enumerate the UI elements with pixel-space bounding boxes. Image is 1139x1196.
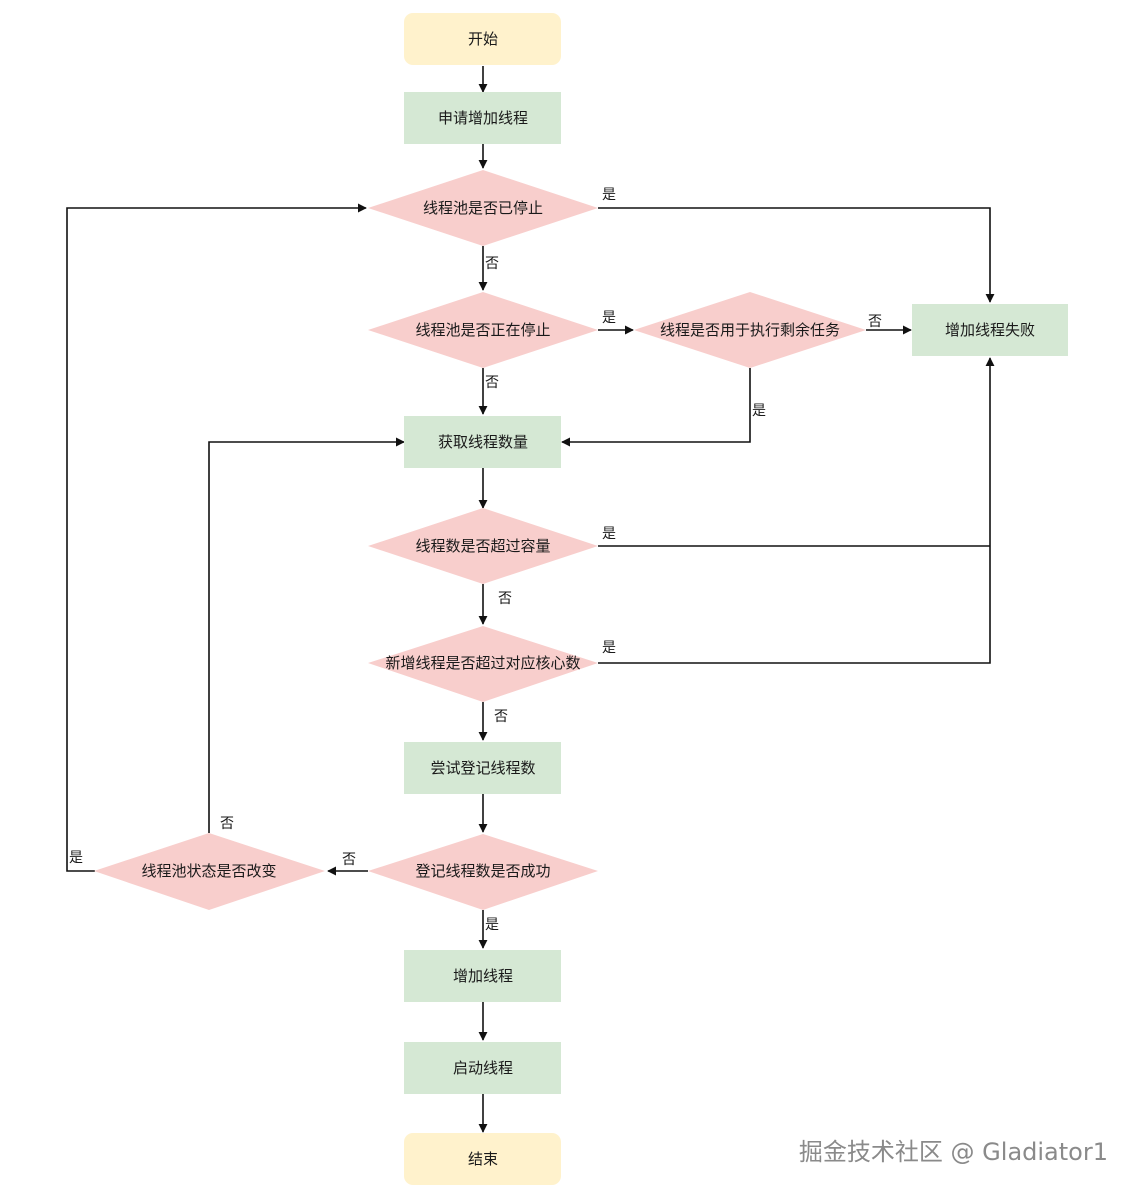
request-shape [404,92,561,144]
edge-label: 否 [342,852,356,868]
decision-stopped-label: 线程池是否已停止 [423,199,543,217]
edge-label: 是 [602,187,616,203]
get-count-label: 获取线程数量 [438,433,528,451]
nodes: 开始 申请增加线程 线程池是否已停止 线程池是否正在停止 线程是否用于执行剩余任… [94,13,1068,1185]
request-label: 申请增加线程 [438,109,528,127]
end-shape [404,1133,561,1185]
decision-core-shape [368,626,598,702]
end-label: 结束 [468,1150,498,1168]
edge-label: 否 [220,816,234,832]
try-register-shape [404,742,561,794]
edge-state-no-to-get-count [208,437,405,833]
decision-stopped-shape [368,170,598,246]
decision-capacity-shape [368,508,598,584]
edge-label: 是 [752,403,766,419]
try-register-node: 尝试登记线程数 [404,742,561,794]
edge-remaining-yes-to-get-count [561,368,751,447]
start-label: 开始 [468,30,498,48]
edge-label: 否 [498,591,512,607]
decision-stopped-node: 线程池是否已停止 [368,170,598,246]
decision-state-changed-label: 线程池状态是否改变 [141,862,276,880]
start-node: 开始 [404,13,561,65]
decision-remaining-shape [634,292,866,368]
add-thread-node: 增加线程 [404,950,561,1002]
edge-label: 否 [494,709,508,725]
decision-state-changed-node: 线程池状态是否改变 [94,833,325,910]
edge-label: 否 [485,375,499,391]
decision-stopping-label: 线程池是否正在停止 [415,321,550,339]
decision-stopping-node: 线程池是否正在停止 [368,292,598,368]
decision-capacity-node: 线程数是否超过容量 [368,508,598,584]
edge-label: 是 [69,850,83,866]
try-register-label: 尝试登记线程数 [430,759,535,777]
decision-remaining-label: 线程是否用于执行剩余任务 [660,321,840,339]
decision-core-node: 新增线程是否超过对应核心数 [368,626,598,702]
connectors [66,66,995,1133]
edge-core-yes-to-fail [598,357,995,664]
edge-labels: 是 否 是 否 否 是 是 否 是 否 否 否 是 是 [69,187,882,933]
edge-label: 否 [485,256,499,272]
decision-register-ok-node: 登记线程数是否成功 [368,834,598,910]
get-count-node: 获取线程数量 [404,416,561,468]
edge-label: 否 [868,314,882,330]
fail-label: 增加线程失败 [945,321,1035,339]
edge-stopped-yes-to-fail [598,207,995,303]
decision-stopping-shape [368,292,598,368]
decision-remaining-node: 线程是否用于执行剩余任务 [634,292,866,368]
edge-label: 是 [485,917,499,933]
fail-shape [912,304,1068,356]
watermark: 掘金技术社区 @ Gladiator1 [799,1138,1108,1166]
start-shape [404,13,561,65]
fail-node: 增加线程失败 [912,304,1068,356]
launch-thread-shape [404,1042,561,1094]
decision-capacity-label: 线程数是否超过容量 [415,537,550,555]
edge-label: 是 [602,310,616,326]
add-thread-shape [404,950,561,1002]
launch-thread-label: 启动线程 [453,1059,513,1077]
edge-label: 是 [602,640,616,656]
decision-state-changed-shape [94,833,325,910]
request-node: 申请增加线程 [404,92,561,144]
get-count-shape [404,416,561,468]
decision-core-label: 新增线程是否超过对应核心数 [385,654,580,672]
edge-state-yes-to-stopped [66,203,367,872]
decision-register-ok-label: 登记线程数是否成功 [415,862,550,880]
add-thread-label: 增加线程 [453,967,513,985]
launch-thread-node: 启动线程 [404,1042,561,1094]
decision-register-ok-shape [368,834,598,910]
edge-label: 是 [602,526,616,542]
end-node: 结束 [404,1133,561,1185]
